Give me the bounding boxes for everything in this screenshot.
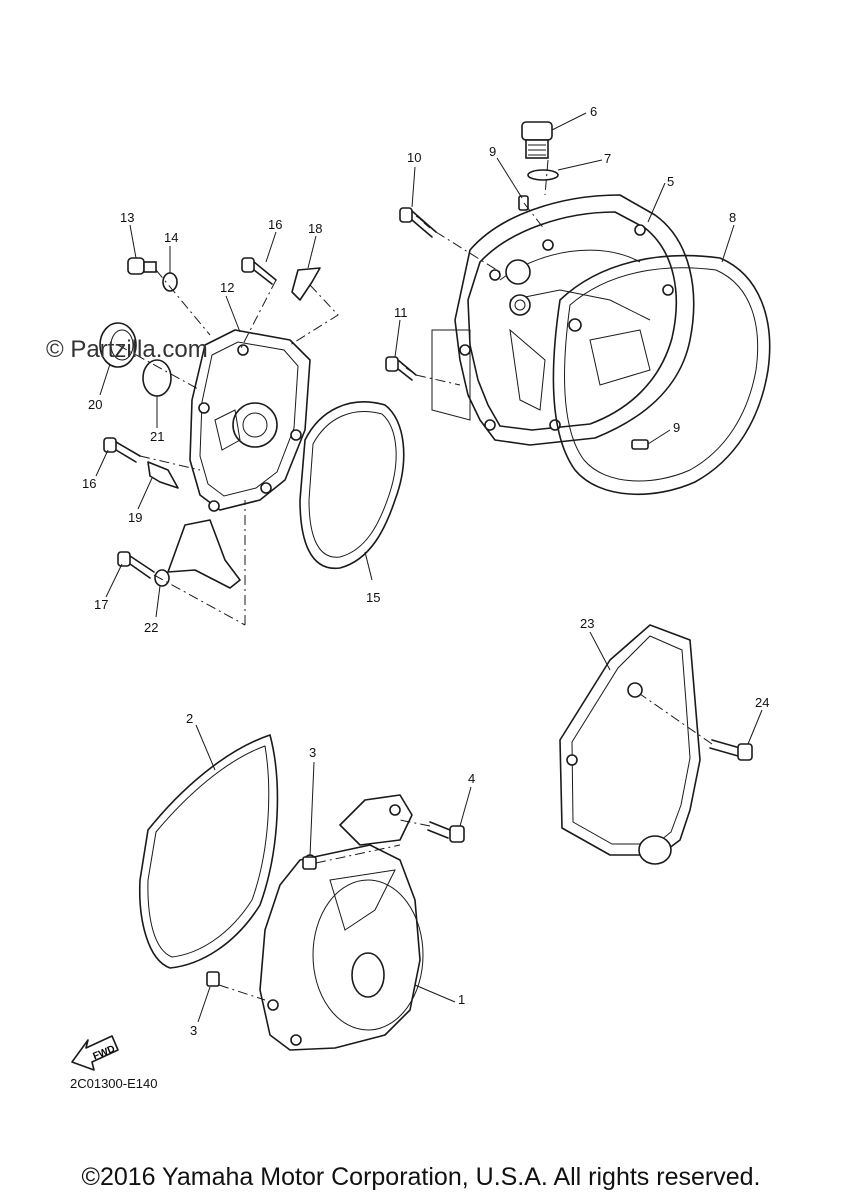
- clamp-part-19: [147, 461, 179, 489]
- o-ring-part-7: [527, 169, 559, 181]
- partzilla-watermark: © Partzilla.com: [46, 336, 208, 363]
- callout-24: 24: [755, 695, 769, 710]
- callout-21: 21: [150, 429, 164, 444]
- callout-13: 13: [120, 210, 134, 225]
- callout-2: 2: [186, 711, 193, 726]
- callout-4: 4: [468, 771, 475, 786]
- diagram-code: 2C01300-E140: [70, 1076, 158, 1091]
- dowel-pin-part-3b: [206, 971, 220, 987]
- washer-part-14: [162, 272, 178, 292]
- bolt-part-13: [127, 257, 157, 275]
- callout-18: 18: [308, 221, 322, 236]
- gasket-part-15-inner: [308, 411, 397, 558]
- dowel-pin-part-9: [518, 195, 529, 211]
- washer-part-22: [154, 569, 170, 587]
- callout-9: 9: [489, 144, 496, 159]
- gasket-part-2: [138, 734, 279, 969]
- oil-filler-cap-part-6: [521, 121, 553, 159]
- bolt-part-10: [399, 207, 437, 238]
- copyright-notice: ©2016 Yamaha Motor Corporation, U.S.A. A…: [81, 1163, 761, 1191]
- callout-9b: 9: [673, 420, 680, 435]
- callout-3: 3: [309, 745, 316, 760]
- callout-14: 14: [164, 230, 178, 245]
- assembly-lines: [117, 159, 713, 1001]
- callout-17: 17: [94, 597, 108, 612]
- bracket-part-22: [167, 519, 241, 589]
- gasket-part-15: [299, 401, 405, 570]
- callout-1: 1: [458, 992, 465, 1007]
- callout-8: 8: [729, 210, 736, 225]
- callout-11: 11: [394, 305, 408, 320]
- fwd-arrow-icon: FWD: [71, 1035, 119, 1071]
- fwd-label: FWD: [91, 1044, 116, 1063]
- cover-part-12: [189, 329, 311, 512]
- bolt-part-4: [427, 821, 465, 843]
- bolt-part-16b: [103, 437, 141, 463]
- callout-16: 16: [268, 217, 282, 232]
- bolt-part-11: [385, 356, 417, 381]
- bolt-part-24: [709, 739, 753, 761]
- callout-numbers: 1 2 3 3 4 5 6 7 8 9 9 10 11 12 13 14 15 …: [82, 104, 769, 1038]
- dowel-pin-part-3: [302, 856, 317, 870]
- leader-lines: [95, 112, 763, 1023]
- callout-12: 12: [220, 280, 234, 295]
- bolt-part-16: [241, 257, 277, 285]
- callout-3b: 3: [190, 1023, 197, 1038]
- dowel-pin-part-9b: [631, 439, 649, 450]
- callout-5: 5: [667, 174, 674, 189]
- o-ring-part-21: [142, 359, 172, 397]
- gasket-part-2-inner: [147, 745, 270, 958]
- callout-6: 6: [590, 104, 597, 119]
- clamp-part-18: [291, 267, 321, 301]
- callout-22: 22: [144, 620, 158, 635]
- callout-20: 20: [88, 397, 102, 412]
- generator-cover-part-1: [259, 794, 424, 1051]
- callout-23: 23: [580, 616, 594, 631]
- bolt-part-17: [117, 551, 155, 579]
- callout-19: 19: [128, 510, 142, 525]
- callout-16b: 16: [82, 476, 96, 491]
- callout-10: 10: [407, 150, 421, 165]
- gasket-part-8: [552, 254, 771, 496]
- callout-7: 7: [604, 151, 611, 166]
- callout-15: 15: [366, 590, 380, 605]
- gasket-part-8-inner: [564, 267, 759, 482]
- sprocket-cover-part-23: [559, 624, 701, 865]
- crankcase-cover-part-5: [431, 194, 695, 446]
